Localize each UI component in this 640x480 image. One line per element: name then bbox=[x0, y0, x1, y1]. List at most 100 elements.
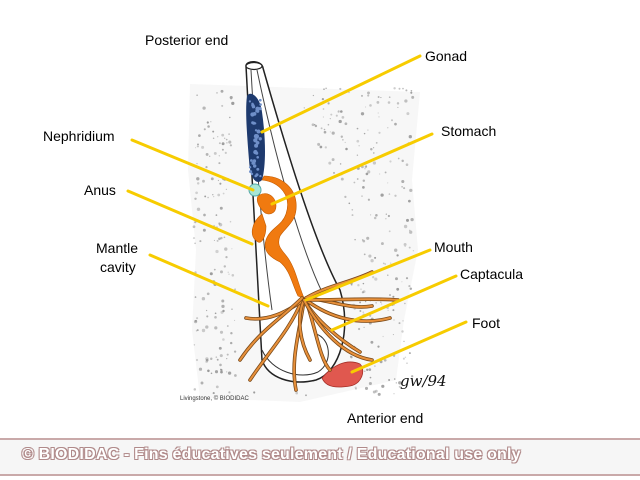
sediment-grain bbox=[360, 288, 362, 290]
sediment-grain bbox=[384, 263, 386, 265]
artist-signature: gw/94 bbox=[400, 372, 447, 390]
sediment-grain bbox=[402, 87, 404, 90]
sediment-grain bbox=[231, 248, 233, 250]
sediment-grain bbox=[372, 161, 377, 165]
sediment-grain bbox=[209, 155, 211, 157]
sediment-grain bbox=[368, 368, 372, 371]
sediment-grain bbox=[340, 177, 344, 181]
sediment-grain bbox=[231, 274, 235, 277]
sediment-grain bbox=[356, 127, 359, 130]
sediment-grain bbox=[394, 122, 397, 126]
sediment-grain bbox=[374, 277, 378, 281]
sediment-grain bbox=[341, 116, 345, 119]
sediment-grain bbox=[218, 222, 221, 225]
sediment-grain bbox=[323, 128, 326, 131]
sediment-grain bbox=[228, 133, 230, 135]
sediment-grain bbox=[388, 379, 391, 381]
sediment-grain bbox=[225, 188, 228, 191]
sediment-grain bbox=[373, 152, 375, 154]
sediment-grain bbox=[382, 262, 385, 265]
sediment-grain bbox=[201, 297, 206, 301]
sediment-grain bbox=[380, 303, 383, 305]
sediment-grain bbox=[398, 87, 401, 90]
gonad-granule bbox=[250, 172, 254, 176]
sediment-grain bbox=[404, 356, 407, 358]
sediment-grain bbox=[216, 358, 219, 361]
sediment-grain bbox=[393, 393, 395, 395]
sediment-grain bbox=[411, 95, 415, 99]
sediment-grain bbox=[193, 319, 198, 324]
sediment-grain bbox=[361, 195, 363, 197]
sediment-grain bbox=[366, 236, 370, 240]
sediment-grain bbox=[328, 161, 332, 165]
sediment-grain bbox=[410, 89, 413, 92]
sediment-grain bbox=[199, 240, 202, 243]
sediment-grain bbox=[367, 170, 371, 174]
sediment-grain bbox=[196, 94, 198, 96]
sediment-grain bbox=[408, 135, 412, 139]
sediment-grain bbox=[230, 98, 232, 101]
sediment-grain bbox=[214, 326, 218, 330]
sediment-grain bbox=[220, 89, 224, 93]
sediment-grain bbox=[370, 259, 374, 263]
sediment-grain bbox=[357, 284, 360, 287]
sediment-grain bbox=[396, 102, 400, 105]
sediment-grain bbox=[193, 388, 197, 391]
sediment-grain bbox=[214, 315, 217, 319]
sediment-grain bbox=[372, 276, 375, 279]
gonad-granule bbox=[254, 143, 259, 148]
sediment-grain bbox=[221, 133, 225, 137]
sediment-grain bbox=[218, 155, 220, 157]
sediment-grain bbox=[225, 138, 228, 141]
digestive-system bbox=[251, 175, 305, 299]
sediment-grain bbox=[364, 370, 366, 372]
sediment-grain bbox=[378, 116, 380, 118]
sediment-grain bbox=[210, 357, 213, 360]
sediment-grain bbox=[370, 214, 372, 216]
sediment-grain bbox=[385, 213, 387, 215]
sediment-grain bbox=[229, 341, 233, 345]
sediment-grain bbox=[219, 206, 223, 210]
sediment-grain bbox=[377, 96, 380, 98]
sediment-grain bbox=[370, 340, 374, 344]
sediment-grain bbox=[329, 117, 331, 120]
sediment-grain bbox=[339, 110, 343, 113]
sediment-grain bbox=[384, 171, 387, 174]
sediment-grain bbox=[229, 144, 233, 147]
sediment-grain bbox=[205, 360, 208, 363]
sediment-grain bbox=[360, 112, 365, 116]
sediment-grain bbox=[197, 143, 199, 146]
sediment-grain bbox=[193, 344, 196, 346]
sediment-grain bbox=[351, 208, 354, 211]
sediment-grain bbox=[410, 217, 414, 222]
gonad-granule bbox=[259, 174, 262, 178]
sediment-grain bbox=[196, 182, 200, 185]
gonad-granule bbox=[253, 149, 258, 155]
sediment-grain bbox=[380, 242, 384, 246]
sediment-grain bbox=[224, 247, 228, 251]
sediment-grain bbox=[210, 372, 213, 375]
sediment-grain bbox=[303, 107, 305, 109]
sediment-grain bbox=[398, 385, 401, 388]
sediment-grain bbox=[362, 282, 365, 285]
sediment-grain bbox=[378, 131, 381, 134]
sediment-grain bbox=[367, 94, 370, 97]
sediment-grain bbox=[323, 88, 325, 90]
sediment-grain bbox=[196, 177, 200, 181]
sediment-grain bbox=[342, 139, 344, 141]
sediment-grain bbox=[322, 116, 325, 118]
captaculum bbox=[298, 299, 311, 361]
sediment-grain bbox=[195, 191, 198, 195]
sediment-grain bbox=[201, 328, 206, 333]
sediment-grain bbox=[397, 106, 399, 108]
sediment-grain bbox=[215, 249, 219, 254]
sediment-grain bbox=[331, 131, 335, 135]
sediment-grain bbox=[388, 230, 391, 233]
sediment-grain bbox=[213, 239, 215, 241]
sediment-grain bbox=[218, 346, 222, 350]
sediment-grain bbox=[196, 145, 199, 148]
sediment-grain bbox=[219, 363, 222, 367]
sediment-grain bbox=[222, 338, 225, 341]
leader-mantle-cavity bbox=[148, 253, 270, 308]
sediment-grain bbox=[222, 309, 225, 313]
